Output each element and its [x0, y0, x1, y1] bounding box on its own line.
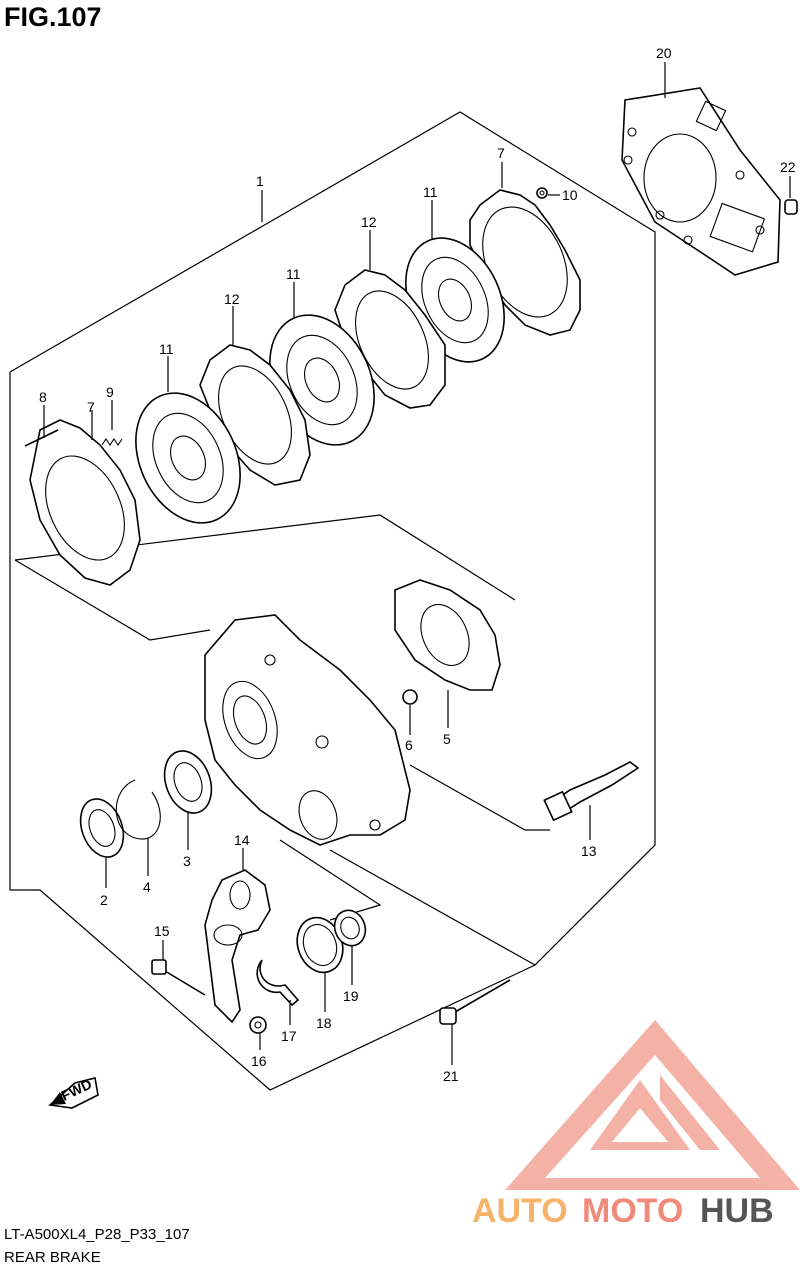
- callout-17: 17: [281, 1028, 297, 1044]
- callout-11-middle: 11: [286, 266, 301, 282]
- nut-10: [536, 187, 548, 199]
- ball-6: [402, 689, 418, 705]
- callout-labels: 1 2 3 4 5 6 7 7 8 9 10 11 11 11 12 12 13…: [39, 45, 796, 1084]
- callout-13: 13: [581, 843, 597, 859]
- callout-6: 6: [405, 737, 413, 753]
- spring-9: [101, 438, 123, 446]
- callout-3: 3: [183, 853, 191, 869]
- cover-plate-5: [394, 579, 501, 691]
- pin-8: [24, 429, 59, 447]
- watermark-auto: AUTO: [472, 1192, 568, 1230]
- callout-11-top: 11: [423, 184, 438, 200]
- callout-7-left: 7: [87, 399, 95, 415]
- subgroup-frame-lines-3: [409, 764, 550, 831]
- callout-1: 1: [256, 173, 264, 189]
- callout-18: 18: [316, 1015, 332, 1031]
- callout-19: 19: [343, 988, 359, 1004]
- bracket-14: [204, 869, 271, 1024]
- callout-10: 10: [562, 187, 578, 203]
- fwd-arrow: FWD: [48, 1076, 99, 1109]
- callout-9: 9: [106, 384, 114, 400]
- callout-11-left: 11: [159, 341, 174, 357]
- bolt-21: [439, 979, 511, 1025]
- gasket-20: [621, 87, 781, 276]
- plate-7-left: [29, 419, 141, 586]
- circlip-4: [115, 779, 161, 840]
- callout-2: 2: [100, 892, 108, 908]
- seal-19: [333, 909, 367, 947]
- subgroup-frame-lines-2: [14, 559, 211, 641]
- callout-15: 15: [154, 923, 170, 939]
- seal-2: [79, 798, 125, 858]
- callout-21: 21: [443, 1068, 459, 1084]
- subgroup-frame-lines-4: [279, 839, 382, 921]
- leader-lines: [43, 62, 791, 1065]
- figure-title: FIG.107: [4, 2, 102, 32]
- watermark-wordmark: AUTO MOTO HUB: [472, 1192, 774, 1230]
- figure-name: REAR BRAKE: [4, 1249, 101, 1266]
- callout-22: 22: [780, 159, 796, 175]
- callout-5: 5: [443, 731, 451, 747]
- watermark-logo: [505, 1020, 800, 1190]
- callout-12-middle: 12: [224, 291, 240, 307]
- watermark-moto: MOTO: [582, 1192, 683, 1230]
- washer-17: [256, 959, 300, 1007]
- brake-housing: [204, 614, 411, 846]
- bearing-3: [163, 750, 213, 814]
- model-code: LT-A500XL4_P28_P33_107: [4, 1226, 190, 1243]
- bolt-15: [151, 959, 206, 996]
- callout-14: 14: [234, 832, 250, 848]
- subgroup-frame-lines-5: [329, 849, 536, 966]
- callout-8: 8: [39, 389, 47, 405]
- nut-16: [249, 1016, 267, 1034]
- friction-disc-11-left: [135, 392, 241, 524]
- callout-16: 16: [251, 1053, 267, 1069]
- callout-7-top: 7: [497, 145, 505, 161]
- shaft-13: [543, 761, 640, 822]
- callout-4: 4: [143, 879, 151, 895]
- callout-12-upper: 12: [361, 214, 377, 230]
- dowel-pin-22: [784, 199, 798, 215]
- ring-18: [296, 916, 344, 974]
- watermark-hub: HUB: [700, 1192, 774, 1230]
- callout-20: 20: [656, 45, 672, 61]
